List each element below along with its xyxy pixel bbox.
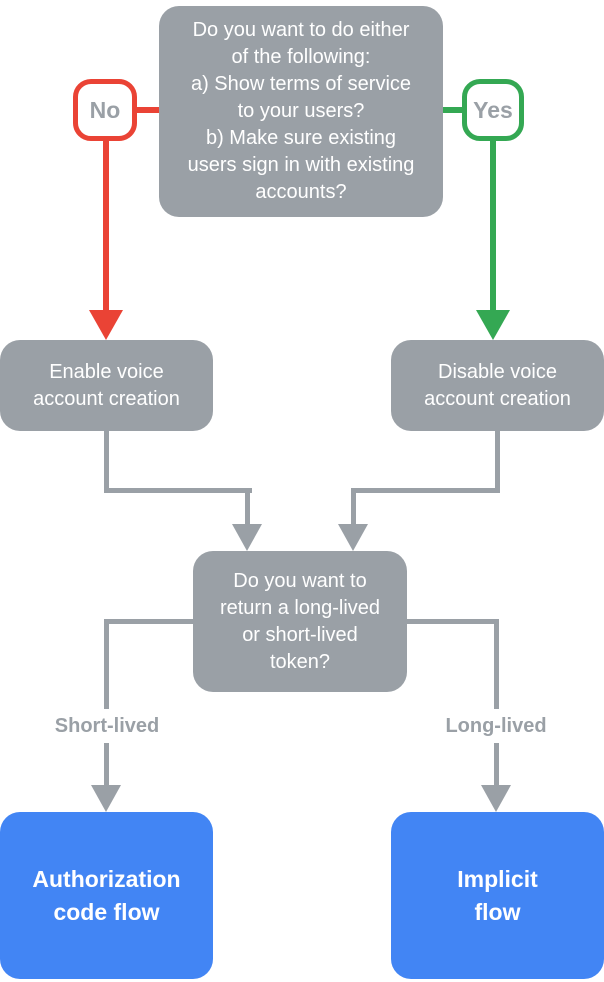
long-lived-label-text: Long-lived [445, 714, 547, 737]
edge-yes-vertical-line [490, 138, 496, 314]
no-badge-label: No [89, 96, 121, 123]
edge-no-horizontal-line [135, 107, 161, 113]
decision-badge-no: No [73, 79, 137, 141]
edge-enable-down-line [104, 431, 109, 491]
short-lived-label-text: Short-lived [54, 714, 160, 737]
edge-enable-drop-line [245, 488, 250, 527]
enable-box-text: Enable voice account creation [33, 360, 180, 410]
node-enable-voice-account-creation: Enable voice account creation [0, 340, 213, 431]
arrow-down-green-icon [476, 310, 510, 340]
edge-long-lived-vertical-line [494, 619, 499, 785]
edge-disable-down-line [495, 431, 500, 491]
arrow-down-gray-left-icon [232, 524, 262, 551]
arrow-down-gray-long-lived-icon [481, 785, 511, 812]
question-terms-text: Do you want to do either of the followin… [187, 19, 415, 203]
node-authorization-code-flow: Authorization code flow [0, 812, 213, 979]
node-disable-voice-account-creation: Disable voice account creation [391, 340, 604, 431]
decision-badge-yes: Yes [462, 79, 524, 141]
question-token-text: Do you want to return a long-lived or sh… [219, 569, 381, 673]
disable-box-text: Disable voice account creation [424, 360, 571, 410]
edge-label-short-lived: Short-lived [22, 709, 192, 743]
edge-long-lived-horizontal-line [407, 619, 499, 624]
node-implicit-flow: Implicit flow [391, 812, 604, 979]
edge-disable-drop-line [351, 488, 356, 527]
implicit-flow-text: Implicit flow [457, 865, 538, 925]
edge-enable-horizontal-line [104, 488, 252, 493]
arrow-down-gray-right-icon [338, 524, 368, 551]
edge-label-long-lived: Long-lived [411, 709, 581, 743]
arrow-down-gray-short-lived-icon [91, 785, 121, 812]
node-question-terms-of-service: Do you want to do either of the followin… [159, 6, 443, 217]
edge-no-vertical-line [103, 138, 109, 314]
arrow-down-red-icon [89, 310, 123, 340]
edge-short-lived-vertical-line [104, 619, 109, 785]
authorization-code-flow-text: Authorization code flow [32, 865, 181, 925]
edge-disable-horizontal-line [351, 488, 500, 493]
edge-short-lived-horizontal-line [104, 619, 193, 624]
node-question-token-lifetime: Do you want to return a long-lived or sh… [193, 551, 407, 692]
yes-badge-label: Yes [473, 96, 513, 123]
edge-yes-horizontal-line [443, 107, 463, 113]
